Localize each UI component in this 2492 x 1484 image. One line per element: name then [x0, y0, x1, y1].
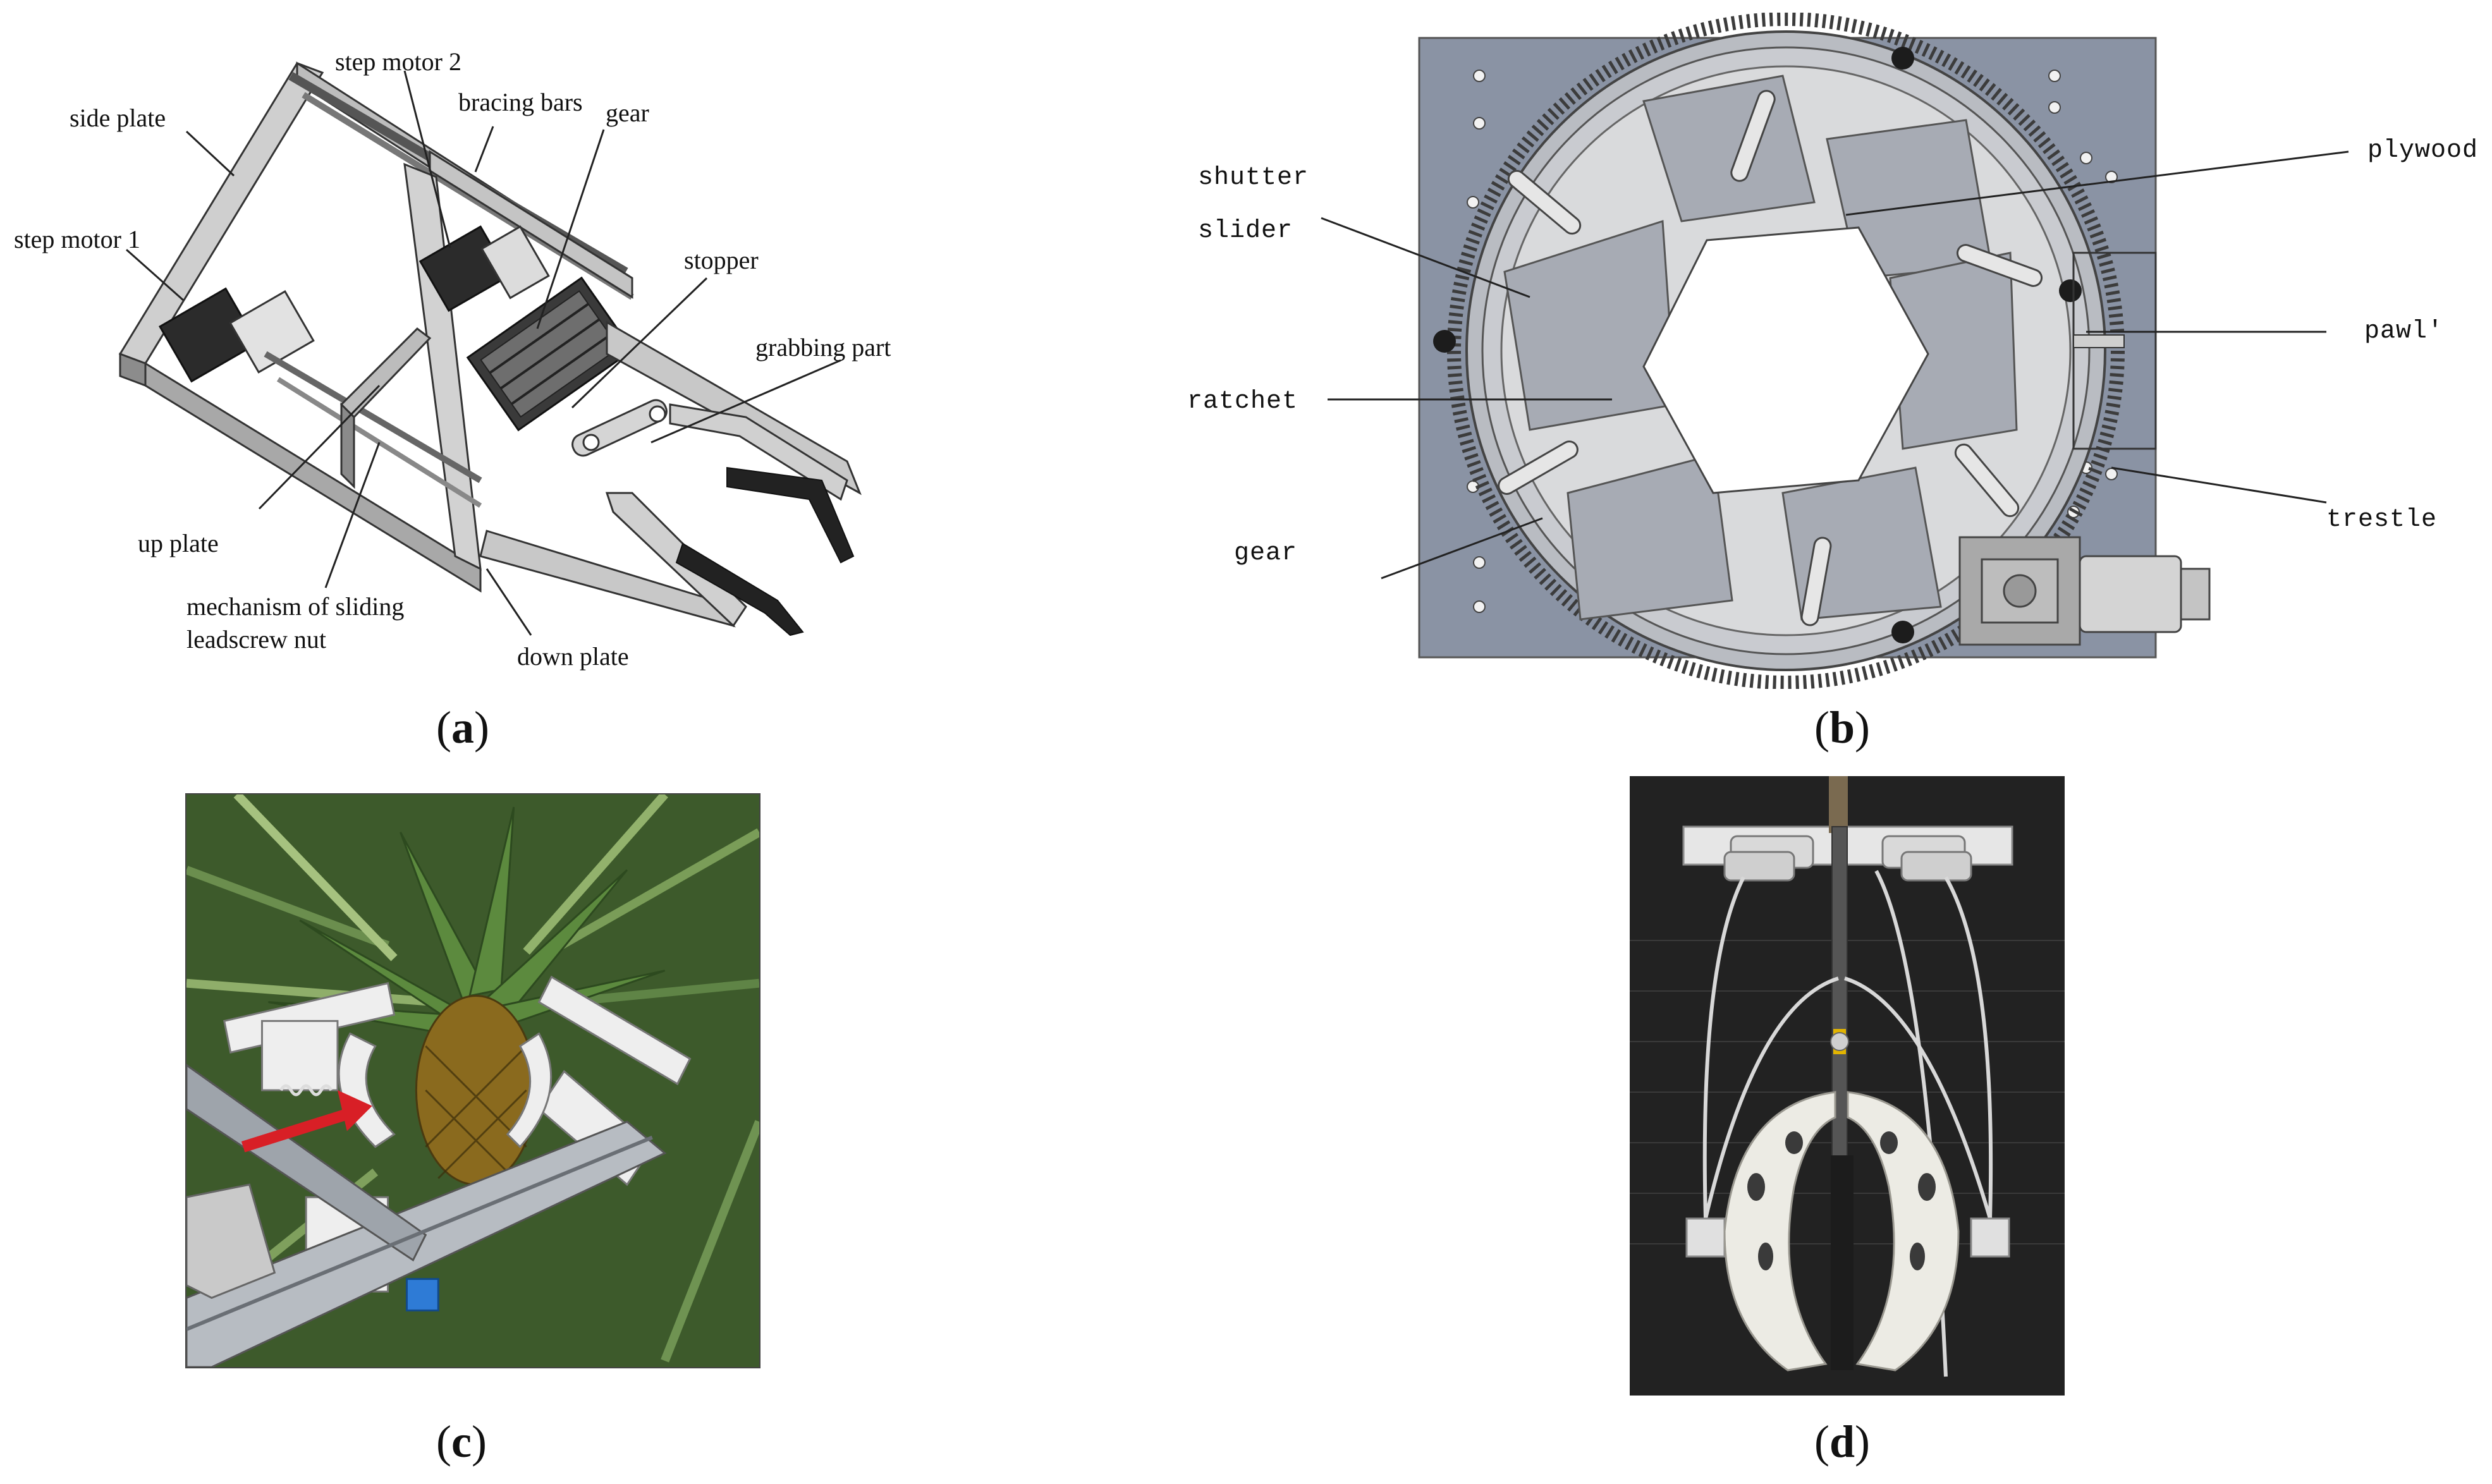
label-plywood: plywood	[2367, 137, 2479, 165]
label-shutter: shutter	[1198, 164, 1309, 192]
red-arrow-icon	[241, 1090, 372, 1153]
label-mechanism-line1: mechanism of sliding	[186, 592, 405, 621]
caption-b: (b)	[1814, 702, 1870, 754]
caption-a-open: (	[436, 702, 451, 753]
caption-c-close: )	[471, 1416, 487, 1467]
panel-b-cad-drawing: shutter slider ratchet gear plywood pawl…	[1176, 13, 2492, 689]
label-pawl: pawl'	[2364, 317, 2444, 346]
caption-c: (c)	[436, 1416, 487, 1468]
label-trestle: trestle	[2326, 506, 2438, 534]
caption-c-open: (	[436, 1416, 451, 1467]
cage-gripper-photo	[1630, 776, 2065, 1396]
label-grabbing-part: grabbing part	[755, 333, 891, 362]
label-bracing-bars: bracing bars	[458, 88, 583, 116]
label-step-motor-2: step motor 2	[335, 47, 461, 76]
label-up-plate: up plate	[138, 529, 219, 557]
panel-c-photo	[185, 793, 760, 1368]
label-step-motor-1: step motor 1	[14, 225, 140, 253]
label-stopper: stopper	[684, 246, 759, 274]
label-gear-b: gear	[1234, 539, 1298, 568]
panel-b-illustration	[1321, 13, 2349, 689]
caption-c-letter: c	[451, 1416, 472, 1467]
panel-d-photo	[1630, 776, 2065, 1396]
label-slider: slider	[1198, 217, 1293, 245]
caption-b-close: )	[1855, 702, 1871, 753]
label-gear-a: gear	[606, 99, 649, 127]
pineapple-gripper-photo	[186, 794, 759, 1367]
caption-d: (d)	[1814, 1416, 1870, 1468]
caption-a-close: )	[473, 702, 489, 753]
caption-b-open: (	[1814, 702, 1829, 753]
caption-a: (a)	[436, 702, 489, 754]
panel-a-illustration	[118, 61, 862, 636]
caption-d-letter: d	[1829, 1416, 1855, 1467]
label-down-plate: down plate	[517, 642, 629, 671]
caption-b-letter: b	[1829, 702, 1855, 753]
caption-a-letter: a	[451, 702, 474, 753]
label-side-plate: side plate	[70, 104, 166, 132]
panel-a-cad-drawing: side plate step motor 2 bracing bars gea…	[0, 0, 923, 689]
label-ratchet: ratchet	[1187, 387, 1298, 416]
label-mechanism-line2: leadscrew nut	[186, 625, 327, 654]
caption-d-close: )	[1855, 1416, 1871, 1467]
caption-d-open: (	[1814, 1416, 1829, 1467]
